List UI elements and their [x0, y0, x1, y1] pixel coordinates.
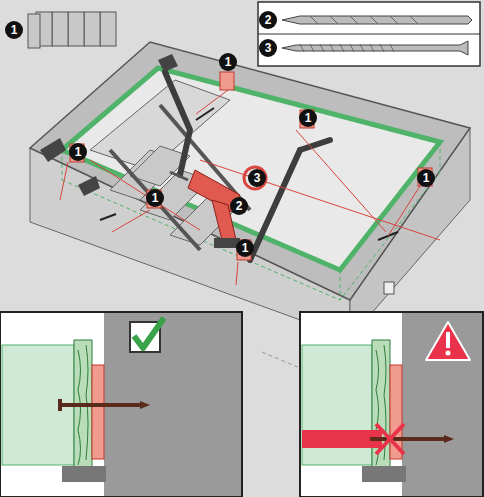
- callout-number: 3: [259, 39, 277, 57]
- callout-number: 1: [69, 143, 87, 161]
- callout-number: 1: [5, 21, 23, 39]
- callout-number: 3: [248, 169, 266, 187]
- callout-number: 2: [259, 11, 277, 29]
- callout-number: 1: [417, 169, 435, 187]
- callout-number: 1: [219, 53, 237, 71]
- callout-number: 1: [236, 239, 254, 257]
- callout-number: 1: [146, 189, 164, 207]
- callout-number: 2: [230, 197, 248, 215]
- callout-number: 1: [299, 109, 317, 127]
